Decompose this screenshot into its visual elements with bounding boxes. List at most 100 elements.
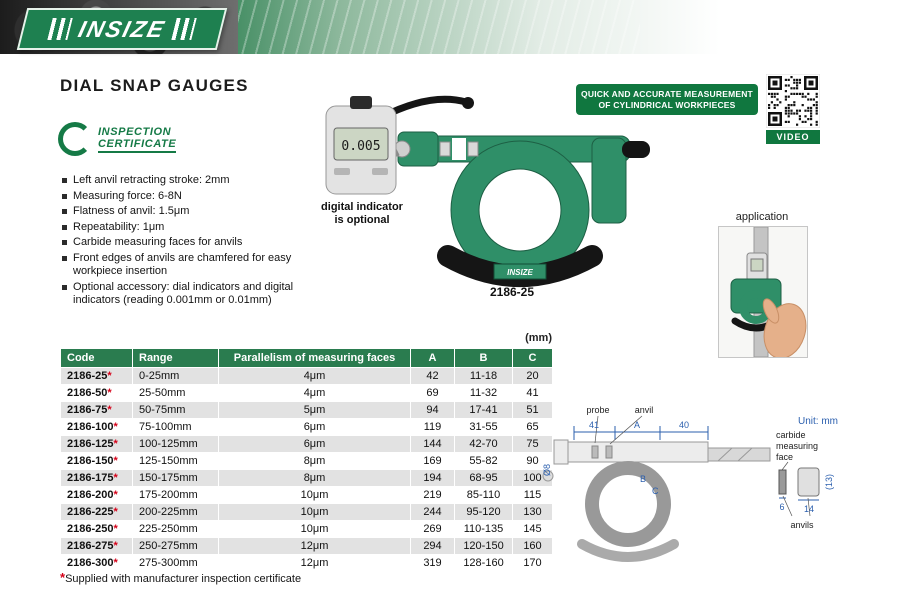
cell-range: 200-225mm [132,503,219,521]
caption-line1: digital indicator [321,201,403,213]
footnote-star: * [60,570,66,585]
anvil-pin-right [467,141,479,157]
measuring-gap [452,138,466,160]
logo-chevrons-right-icon [171,18,197,40]
feature-item: Front edges of anvils are chamfered for … [62,252,296,279]
brand-name: INSIZE [75,15,169,42]
header-a: A [410,348,455,368]
cell-a: 169 [410,452,455,470]
cell-a: 219 [410,486,455,504]
dim-14: 14 [804,504,814,514]
cell-code: 2186-275* [60,537,133,555]
cell-c: 115 [512,486,553,504]
dim-40: 40 [679,420,689,430]
application-lcd [750,258,764,272]
cell-range: 250-275mm [132,537,219,555]
product-image: INSIZE 0.005 [325,95,650,287]
carbide-line2: measuring [776,441,818,451]
cell-range: 275-300mm [132,554,219,572]
qr-modules [768,76,818,126]
dim-6: 6 [779,502,784,512]
cell-code: 2186-100* [60,418,133,436]
cell-parallelism: 8μm [218,452,411,470]
header-code: Code [60,348,133,368]
caption-line2: is optional [334,214,390,226]
certificate-star: * [107,387,112,399]
label-probe: probe [586,405,609,415]
logo-chevrons-left-icon [47,18,73,40]
cell-b: 68-95 [454,469,513,487]
certificate-star: * [113,506,118,518]
indicator-top-button [350,96,372,109]
cell-parallelism: 12μm [218,554,411,572]
cell-code: 2186-50* [60,384,133,402]
cell-c: 41 [512,384,553,402]
header-parallelism: Parallelism of measuring faces [218,348,411,368]
quick-badge-line2: OF CYLINDRICAL WORKPIECES [598,99,736,110]
dim-C: C [652,486,659,496]
cell-c: 100 [512,469,553,487]
cell-b: 55-82 [454,452,513,470]
cell-b: 11-32 [454,384,513,402]
unit-note: (mm) [525,332,552,344]
cell-code: 2186-150* [60,452,133,470]
lever-knob [462,97,474,109]
diagram-dimensions [573,415,709,445]
cell-b: 95-120 [454,503,513,521]
application-label: application [735,211,789,223]
anvil-pin-left [439,141,451,157]
base-brand-label: INSIZE [507,268,533,277]
cell-parallelism: 12μm [218,537,411,555]
frame-hole-outline [478,168,562,252]
cell-parallelism: 10μm [218,486,411,504]
cell-c: 51 [512,401,553,419]
cell-parallelism: 4μm [218,384,411,402]
cell-parallelism: 6μm [218,435,411,453]
label-anvil: anvil [635,405,654,415]
feature-item: Carbide measuring faces for anvils [62,236,296,250]
feature-item: Flatness of anvil: 1.5μm [62,205,296,219]
qr-finder-patterns [768,76,818,126]
certificate-star: * [113,540,118,552]
cell-code: 2186-175* [60,469,133,487]
certificate-star: * [107,370,112,382]
cell-c: 20 [512,367,553,385]
cell-code: 2186-225* [60,503,133,521]
header-band: INSIZE [0,0,900,54]
unit-label: Unit: mm [798,416,838,427]
cell-a: 294 [410,537,455,555]
handle [622,141,650,158]
cell-code: 2186-300* [60,554,133,572]
frame-right-column [591,137,627,224]
certificate-star: * [113,489,118,501]
product-model: 2186-25 [489,285,535,299]
certificate-star: * [113,557,118,569]
cell-a: 319 [410,554,455,572]
carbide-detail-shapes [778,461,820,517]
spec-table: Code Range Parallelism of measuring face… [60,348,553,572]
cell-range: 225-250mm [132,520,219,538]
table-header: Code Range Parallelism of measuring face… [60,348,553,368]
feature-item: Measuring force: 6-8N [62,190,296,204]
quick-measurement-badge: QUICK AND ACCURATE MEASUREMENT OF CYLIND… [576,84,758,115]
dim-13: (13) [824,474,834,490]
cell-a: 269 [410,520,455,538]
dim-diameter: Ø8 [542,464,552,476]
cell-range: 125-150mm [132,452,219,470]
cell-b: 42-70 [454,435,513,453]
certificate-star: * [107,404,112,416]
footnote: *Supplied with manufacturer inspection c… [60,570,301,585]
lcd-reading: 0.005 [341,139,380,154]
cell-code: 2186-25* [60,367,133,385]
cell-range: 100-125mm [132,435,219,453]
indicator-button-right [372,168,388,175]
cell-code: 2186-200* [60,486,133,504]
